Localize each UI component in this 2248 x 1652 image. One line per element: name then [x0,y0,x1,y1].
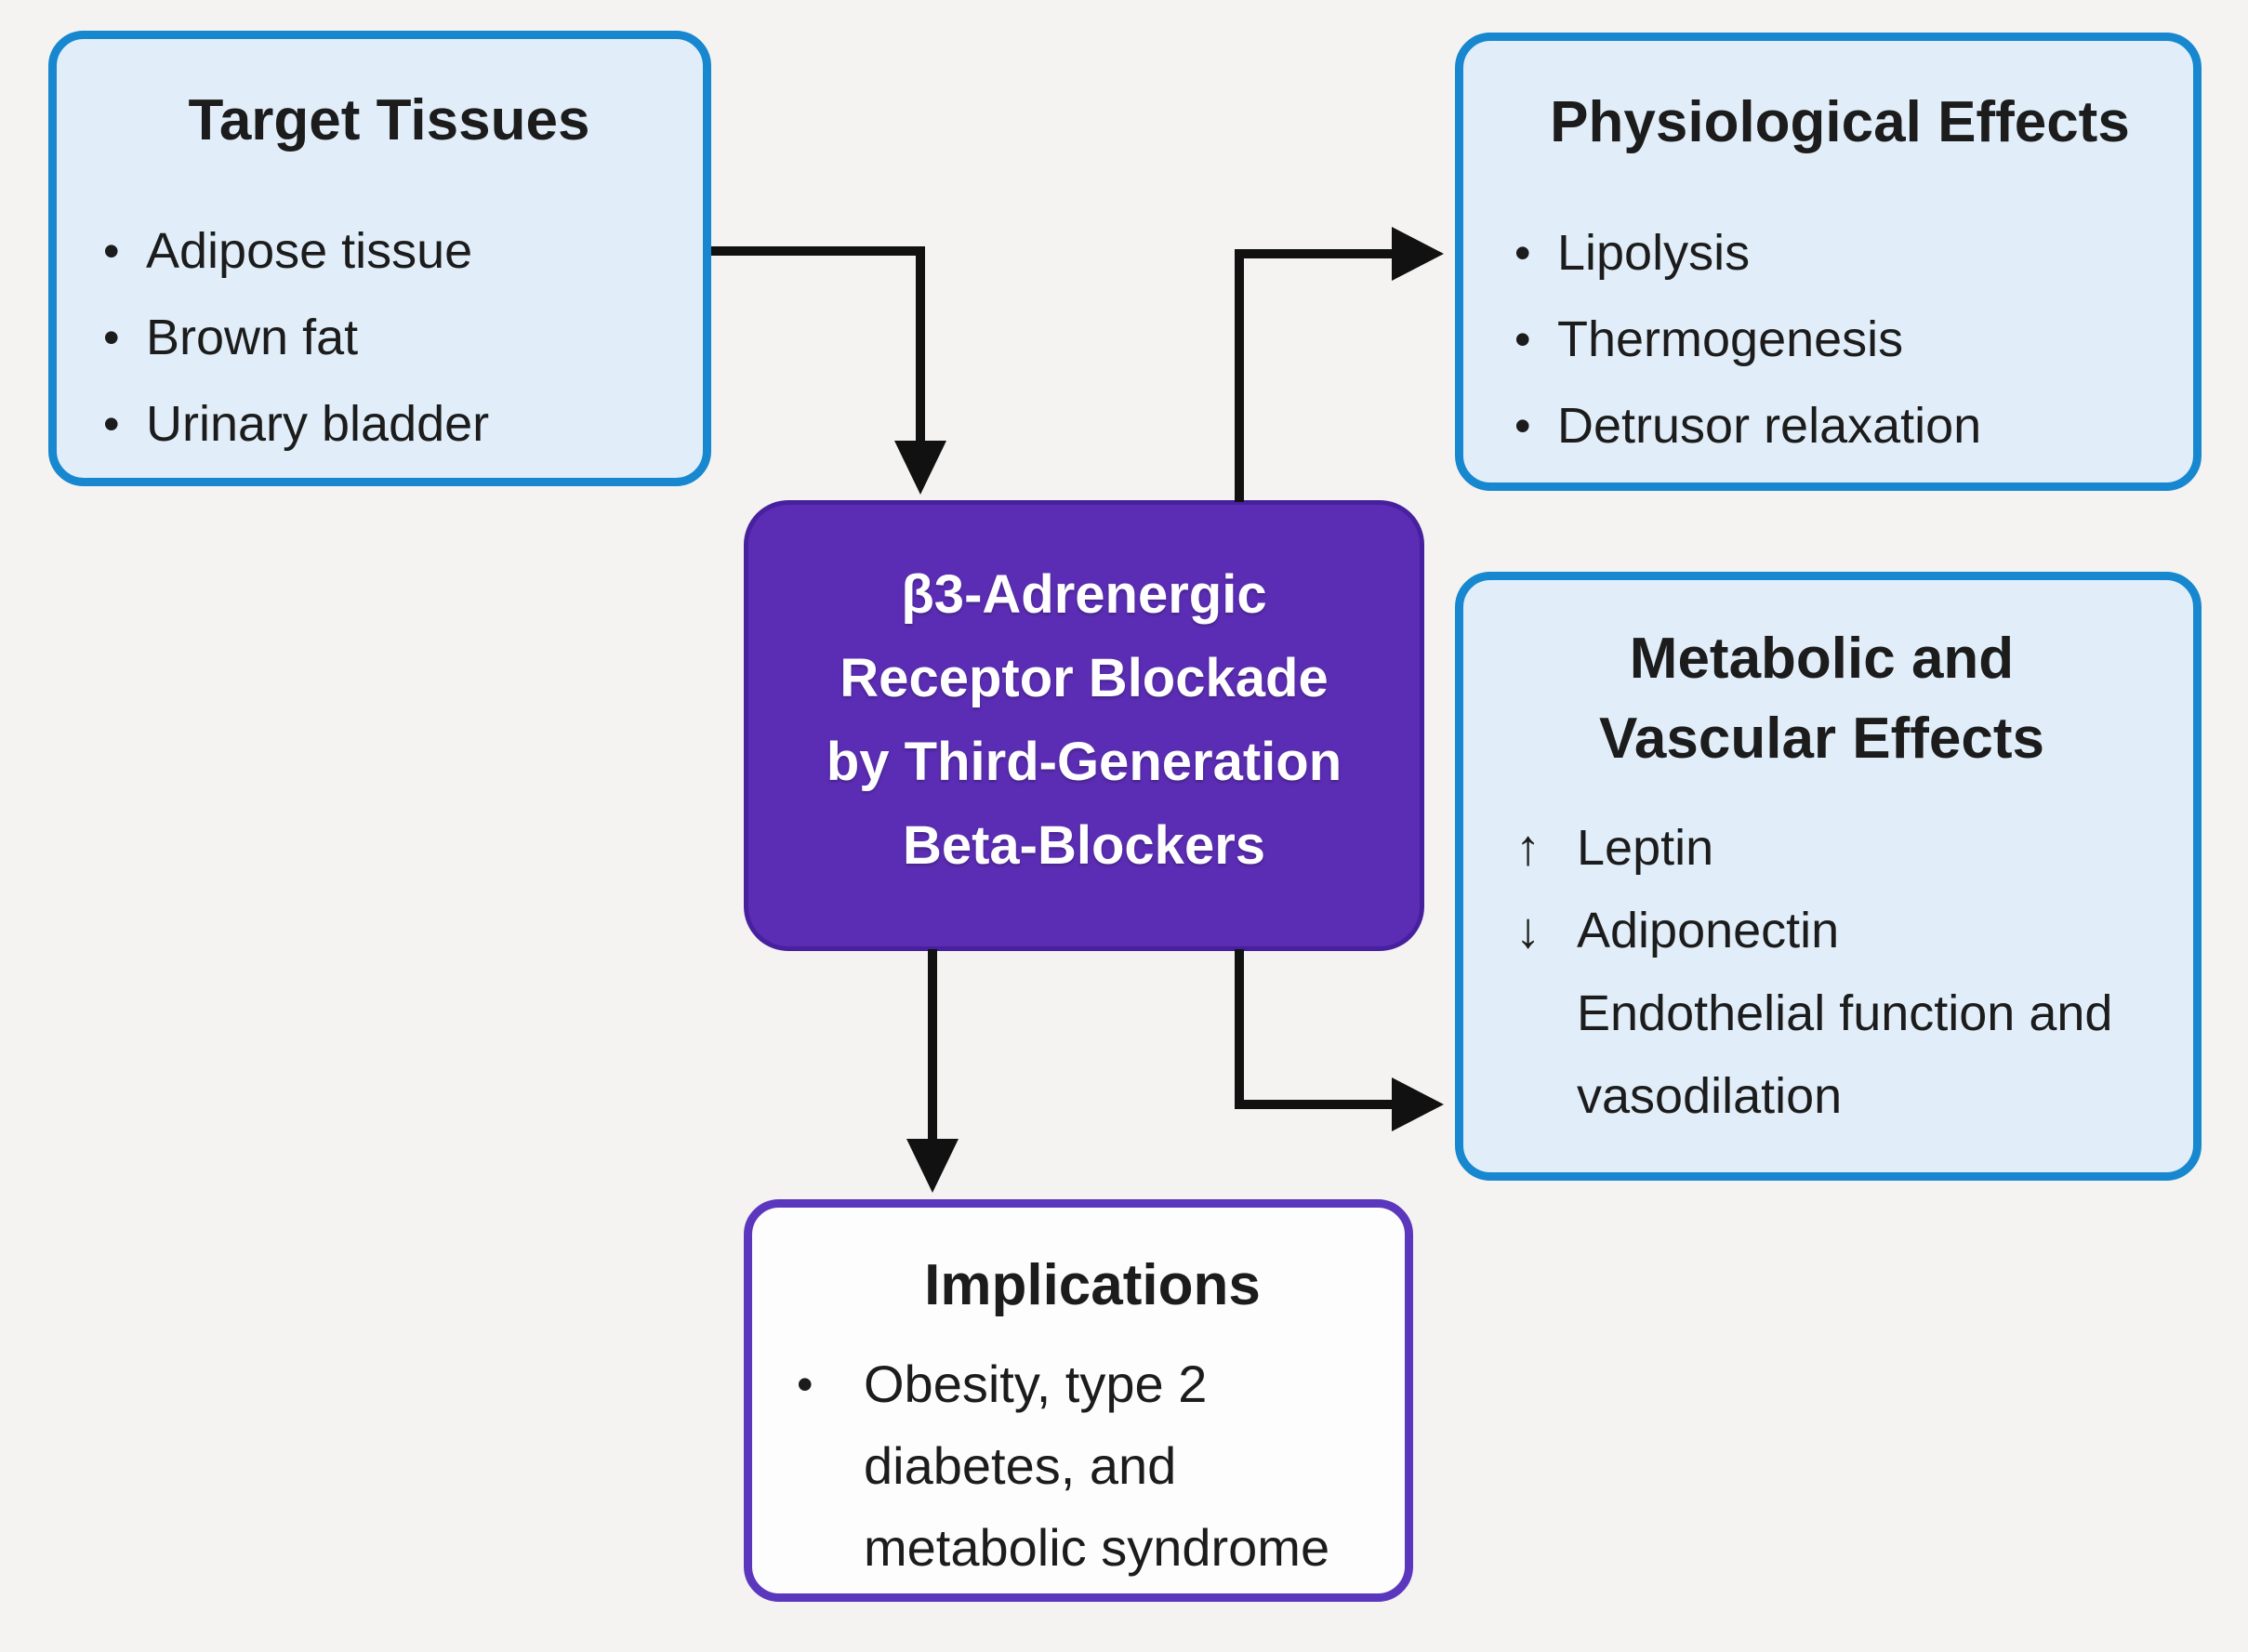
physiological-effects-title: Physiological Effects [1550,90,2130,154]
up-arrow-icon: ↑ [1515,820,1541,876]
arrow-center-to-metabolic-horizontal [1235,1100,1395,1109]
implications-title: Implications [924,1253,1261,1317]
arrowhead-down-icon [906,1139,959,1193]
list-item: • Detrusor relaxation [1514,383,2165,469]
list-item-label: Leptin [1577,820,1714,876]
list-item: • Thermogenesis [1514,297,2165,383]
arrow-center-to-implications-vertical [928,949,937,1143]
metabolic-vascular-title: Metabolic and Vascular Effects [1515,619,2128,779]
list-item-label: Detrusor relaxation [1557,398,1982,454]
down-arrow-icon: ↓ [1515,903,1541,958]
arrowhead-down-icon [894,441,946,495]
list-item: • Urinary bladder [103,381,675,468]
bullet-icon: • [1514,400,1531,452]
center-box-line: by Third-Generation [826,731,1342,792]
list-item: • Adipose tissue [103,208,675,295]
arrow-target-to-center-vertical [916,246,925,445]
list-item: • Lipolysis [1514,210,2165,297]
list-item-label: Brown fat [146,310,359,365]
arrowhead-right-icon [1392,1077,1444,1131]
arrow-center-to-physio-vertical [1235,249,1244,502]
center-box-line: Receptor Blockade [840,647,1329,708]
list-item-label: Adiponectin [1577,903,1840,958]
list-item: ↓ Adiponectin [1515,890,2128,972]
list-item-label: Thermogenesis [1557,311,1904,367]
list-item-label: Endothelial function and vasodilation [1577,985,2113,1124]
list-item: • Obesity, type 2 diabetes, and metaboli… [797,1343,1388,1589]
center-box-line: β3-Adrenergic [901,563,1267,625]
bullet-icon: • [1514,227,1531,279]
list-item: • Brown fat [103,295,675,381]
arrow-target-to-center-horizontal [711,246,922,256]
list-item: Endothelial function and vasodilation [1515,972,2128,1138]
list-item-label: Urinary bladder [146,396,490,452]
arrow-center-to-metabolic-vertical [1235,949,1244,1109]
list-item-label: Obesity, type 2 diabetes, and metabolic … [864,1355,1330,1577]
arrow-center-to-physio-horizontal [1235,249,1395,258]
beta3-blockade-center-box: β3-Adrenergic Receptor Blockade by Third… [744,500,1424,951]
bullet-icon: • [103,398,120,450]
physiological-effects-box: Physiological Effects • Lipolysis • Ther… [1455,33,2202,491]
metabolic-title-line: Vascular Effects [1598,707,2045,771]
arrowhead-right-icon [1392,227,1444,281]
bullet-icon: • [103,311,120,363]
center-box-line: Beta-Blockers [902,814,1266,876]
target-tissues-box: Target Tissues • Adipose tissue • Brown … [48,31,711,486]
list-item-label: Adipose tissue [146,223,473,279]
metabolic-vascular-effects-box: Metabolic and Vascular Effects ↑ Leptin … [1455,572,2202,1181]
bullet-icon: • [103,225,120,277]
target-tissues-title: Target Tissues [188,88,590,152]
bullet-icon: • [1514,313,1531,365]
implications-box: Implications • Obesity, type 2 diabetes,… [744,1199,1413,1602]
bullet-icon: • [797,1358,813,1410]
list-item: ↑ Leptin [1515,807,2128,890]
list-item-label: Lipolysis [1557,225,1751,281]
metabolic-title-line: Metabolic and [1629,627,2015,691]
